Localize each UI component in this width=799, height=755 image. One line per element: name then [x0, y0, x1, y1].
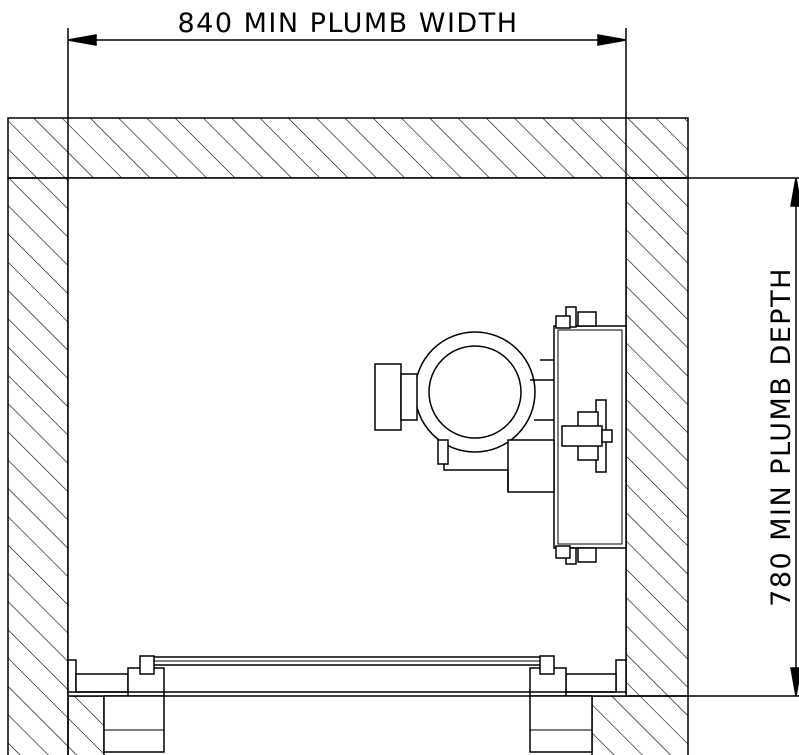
door-sill [67, 655, 627, 753]
top-wall [7, 117, 689, 179]
left-wall [7, 177, 69, 755]
width-dimension-label: 840 MIN PLUMB WIDTH [177, 8, 518, 39]
bottom-right-wall [591, 695, 689, 755]
bottom-left-wall [67, 695, 105, 755]
lift-machine [374, 306, 627, 565]
width-arrow-left [67, 34, 97, 46]
depth-arrow-bottom [790, 667, 799, 697]
width-arrow-right [597, 34, 627, 46]
depth-arrow-top [790, 177, 799, 207]
width-dimension [67, 28, 627, 178]
right-wall [625, 177, 689, 697]
depth-dimension-label: 780 MIN PLUMB DEPTH [766, 267, 797, 607]
shaft-walls [7, 117, 689, 755]
depth-dimension [626, 177, 799, 697]
motor-stub [374, 363, 402, 431]
